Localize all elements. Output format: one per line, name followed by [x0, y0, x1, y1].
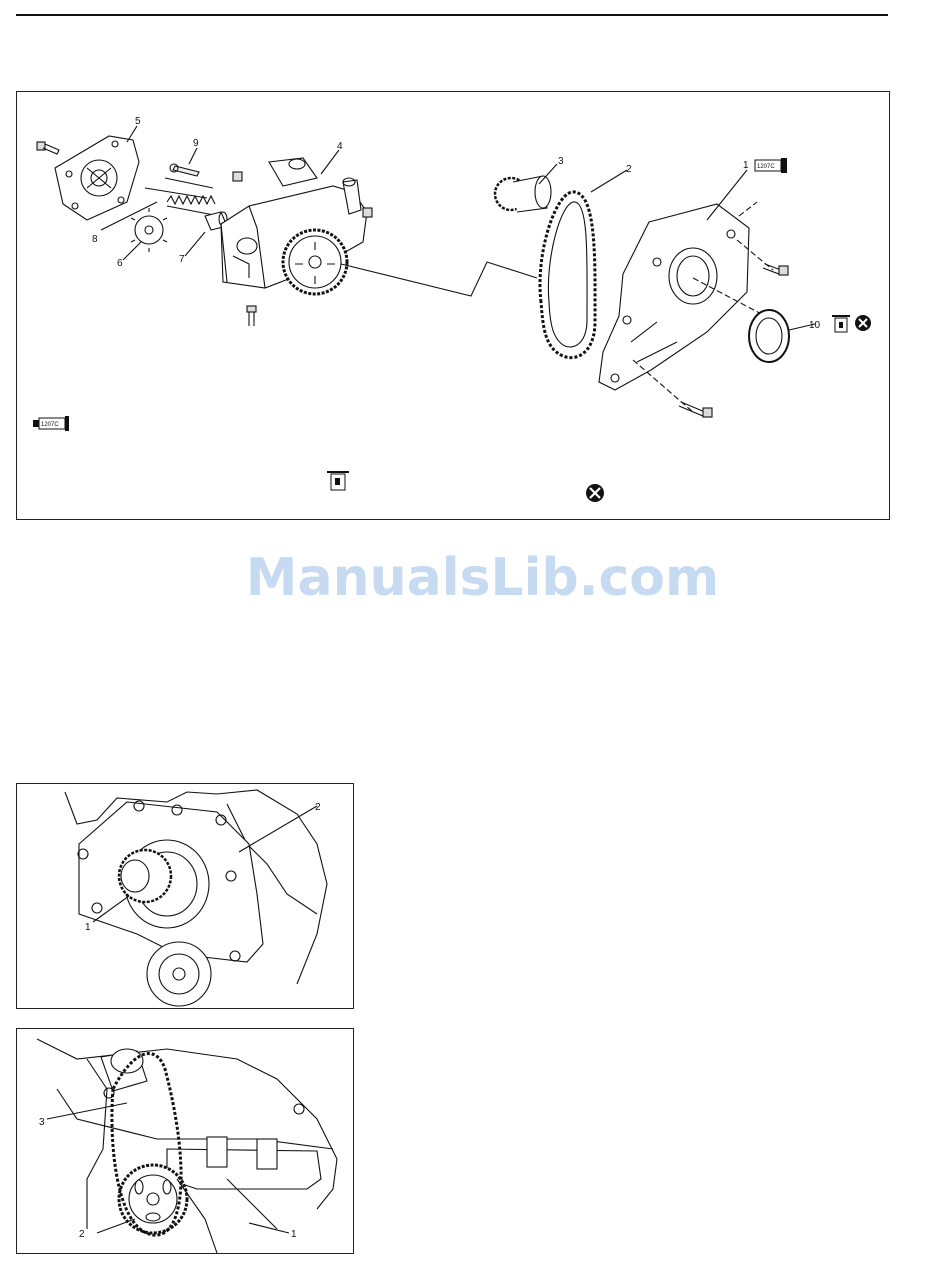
- oil-pump-chain-drawing: 3 2 1: [17, 1029, 353, 1253]
- pump-cover-part: [55, 136, 139, 220]
- callout-3: 3: [39, 1117, 45, 1128]
- callout-3: 3: [558, 156, 564, 167]
- sealant-tube-icon: 1207C: [33, 416, 69, 431]
- oil-can-icon: [832, 316, 850, 332]
- leader-9: [189, 148, 197, 164]
- exploded-view-drawing: 5 9 4 8 6 7 3 2 1 10 1207C 120: [17, 92, 889, 519]
- callout-10: 10: [809, 320, 821, 331]
- sealant-code-legend: 1207C: [41, 422, 59, 428]
- crank-sprocket-part: [495, 176, 551, 212]
- pump-bolt-part: [247, 306, 256, 326]
- leader-2: [97, 1219, 135, 1233]
- leader-4: [321, 150, 339, 174]
- callout-2: 2: [626, 164, 632, 175]
- leader-zigzag: [341, 262, 537, 296]
- oil-seal-part: [749, 310, 789, 362]
- top-rule: [16, 14, 888, 16]
- callout-8: 8: [92, 234, 98, 245]
- leader-3: [47, 1103, 127, 1119]
- callout-7: 7: [179, 254, 185, 265]
- callout-1: 1: [291, 1229, 297, 1240]
- crank-sprocket-outline: [119, 850, 171, 902]
- sealant-tube-icon: 1207C: [755, 158, 787, 173]
- do-not-reuse-icon: [855, 315, 871, 331]
- exploded-view-figure: 5 9 4 8 6 7 3 2 1 10 1207C 120: [16, 91, 890, 520]
- callout-1: 1: [743, 160, 749, 171]
- plug-part: [233, 172, 242, 181]
- oil-can-icon: [327, 472, 349, 490]
- oil-pump-chain-figure: 3 2 1: [16, 1028, 354, 1254]
- leader-6: [123, 242, 141, 260]
- pump-sprocket-part: [283, 230, 347, 294]
- callout-6: 6: [117, 258, 123, 269]
- leader-2: [239, 806, 317, 852]
- pump-sprocket-outline: [119, 1165, 187, 1233]
- relief-spring-part: [167, 196, 219, 216]
- timing-chain-part: [540, 192, 595, 358]
- pulley-outline: [147, 942, 211, 1006]
- leader-7: [185, 232, 205, 256]
- relief-pin-part: [145, 164, 213, 198]
- leader-2: [591, 170, 627, 192]
- plug-part: [363, 208, 372, 217]
- chain-cover-figure: 2 1: [16, 783, 354, 1009]
- callout-9: 9: [193, 138, 199, 149]
- leader-1: [249, 1223, 289, 1233]
- watermark: ManualsLib.com: [0, 548, 950, 608]
- callout-2: 2: [79, 1229, 85, 1240]
- callout-4: 4: [337, 141, 343, 152]
- cover-side-bolt-part: [763, 264, 788, 275]
- do-not-reuse-icon: [586, 484, 604, 502]
- callout-5: 5: [135, 116, 141, 127]
- cover-bolt-part: [37, 142, 59, 154]
- chain-cover-drawing: 2 1: [17, 784, 353, 1008]
- callout-1: 1: [85, 922, 91, 933]
- sealant-code-label: 1207C: [757, 164, 775, 170]
- callout-2: 2: [315, 802, 321, 813]
- front-cover-part: [599, 204, 749, 390]
- inner-rotor-part: [131, 208, 167, 252]
